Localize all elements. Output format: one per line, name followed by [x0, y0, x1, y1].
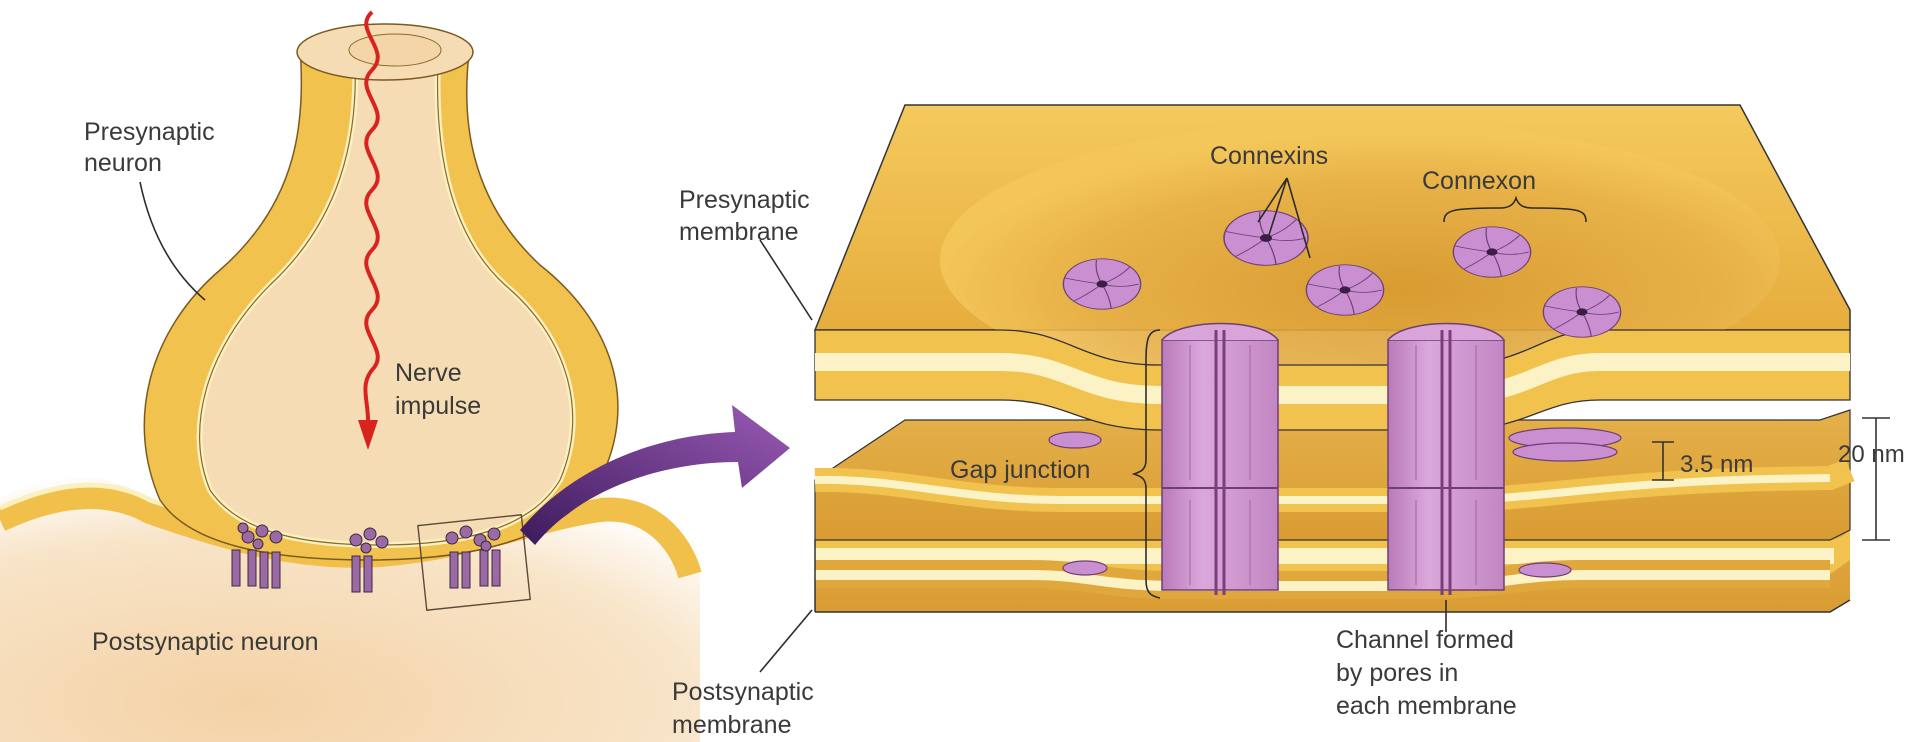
presynaptic-membrane-label: Presynaptic membrane	[679, 186, 817, 246]
dimension-3-5nm-label: 3.5 nm	[1680, 451, 1753, 478]
postsynaptic-neuron-label: Postsynaptic neuron	[92, 628, 319, 656]
gap-junction-channel-left	[1162, 324, 1278, 596]
presynaptic-neuron-leader	[140, 182, 205, 300]
dimension-20nm	[1862, 418, 1890, 540]
postsynaptic-membrane-leader	[760, 610, 812, 672]
presynaptic-neuron-label: Presynaptic neuron	[84, 118, 222, 177]
presynaptic-membrane-leader	[760, 240, 812, 320]
channel-label: Channel formed by pores in each membrane	[1336, 626, 1521, 720]
connexins-label: Connexins	[1210, 142, 1328, 170]
dimension-20nm-label: 20 nm	[1838, 441, 1905, 468]
right-panel: Connexins Connexon Presynaptic membrane …	[672, 105, 1905, 739]
connexon-label: Connexon	[1422, 167, 1536, 195]
gap-junction-label: Gap junction	[950, 456, 1090, 484]
left-panel: Presynaptic neuron Nerve impulse Postsyn…	[0, 12, 790, 742]
gap-junction-channel-right	[1388, 324, 1504, 596]
